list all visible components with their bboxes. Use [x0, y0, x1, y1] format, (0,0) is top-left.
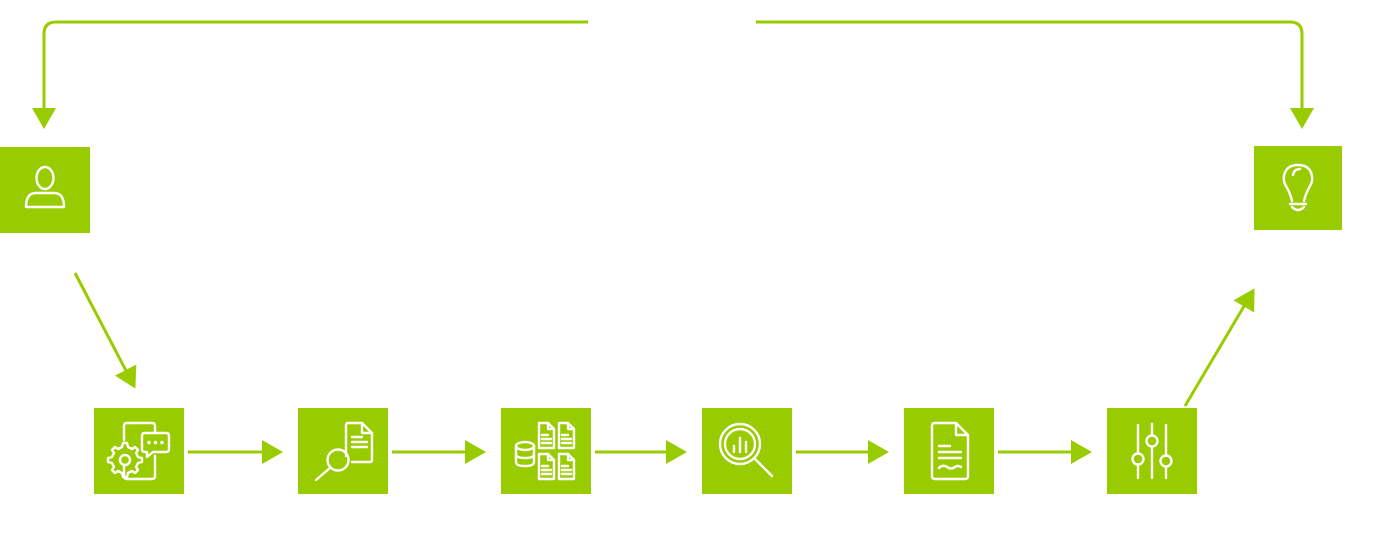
node-label: User [0, 147, 1, 148]
node-database-documents[interactable]: Database and documents [501, 408, 591, 494]
edge-top-to-user [32, 20, 588, 129]
node-label: Tuning controls [1107, 408, 1108, 409]
node-user[interactable]: User [0, 147, 90, 233]
edge-s6-to-result [1183, 288, 1255, 407]
document-icon [930, 421, 970, 481]
edge-user-to-s1 [73, 272, 137, 389]
node-label: Insight [1254, 146, 1255, 147]
analytics-search-icon [718, 422, 774, 478]
database-documents-icon [514, 421, 576, 481]
document-search-icon [314, 421, 374, 482]
document-icon [537, 421, 556, 450]
node-insight[interactable]: Insight [1254, 146, 1342, 230]
edge-top-to-result [756, 20, 1314, 129]
node-tuning-controls[interactable]: Tuning controls [1107, 408, 1197, 494]
node-label: Document [904, 408, 905, 409]
lightbulb-icon [1282, 163, 1314, 212]
node-document-search[interactable]: Document search [298, 408, 388, 494]
node-document[interactable]: Document [904, 408, 994, 494]
node-label: Database and documents [501, 408, 502, 409]
node-label: Analytics search [702, 408, 703, 409]
sliders-icon [1131, 422, 1173, 480]
document-icon [557, 452, 576, 481]
document-icon [557, 421, 576, 450]
document-icon [537, 452, 556, 481]
node-app-settings-chat[interactable]: Application settings and chat [94, 408, 184, 494]
node-analytics-search[interactable]: Analytics search [702, 408, 792, 494]
user-icon [24, 165, 66, 209]
app-settings-chat-icon [106, 421, 171, 481]
node-label: Application settings and chat [94, 408, 95, 409]
node-label: Document search [298, 408, 299, 409]
